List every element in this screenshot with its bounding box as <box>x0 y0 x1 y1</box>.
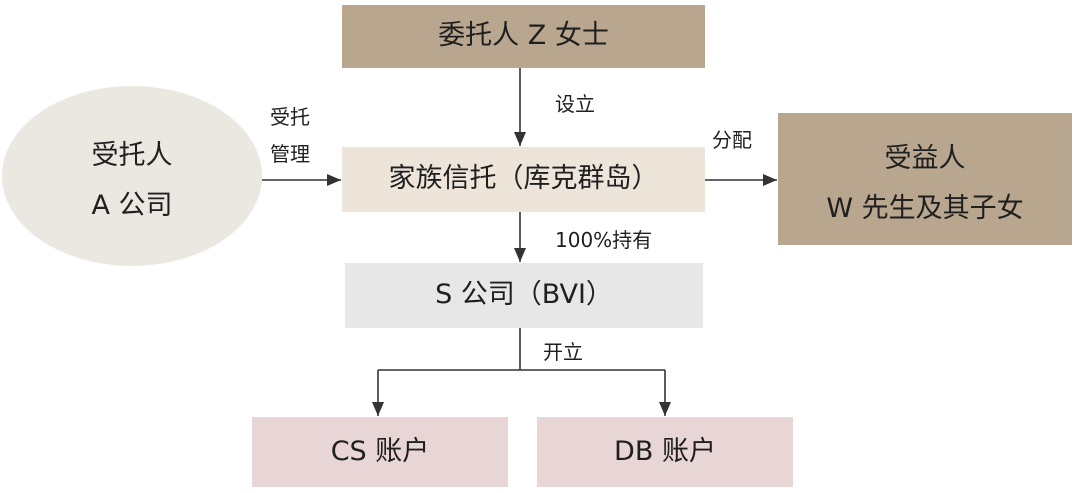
edge-label-open: 开立 <box>543 340 583 364</box>
node-account-db: DB 账户 <box>537 417 793 487</box>
trustee-line2: A 公司 <box>91 190 173 221</box>
edge-label-distribute: 分配 <box>712 128 752 152</box>
node-trustee: 受托人 A 公司 <box>2 86 262 266</box>
company-label: S 公司（BVI） <box>435 279 613 311</box>
edge-label-hold: 100%持有 <box>555 228 653 252</box>
trustee-line1: 受托人 <box>91 139 173 171</box>
trust-label: 家族信托（库克群岛） <box>388 163 659 195</box>
account-cs-label: CS 账户 <box>330 435 430 467</box>
edge-label-establish: 设立 <box>555 92 595 116</box>
node-beneficiary: 受益人 W 先生及其子女 <box>778 113 1072 245</box>
settlor-label: 委托人 Z 女士 <box>438 20 609 52</box>
node-account-cs: CS 账户 <box>252 417 508 487</box>
edge-label-trustee-line2: 管理 <box>270 142 310 166</box>
edge-label-trustee-line1: 受托 <box>270 105 310 129</box>
beneficiary-line1: 受益人 <box>884 142 966 174</box>
node-settlor: 委托人 Z 女士 <box>342 5 705 68</box>
node-company: S 公司（BVI） <box>345 263 703 328</box>
account-db-label: DB 账户 <box>614 435 716 467</box>
node-family-trust: 家族信托（库克群岛） <box>342 147 705 212</box>
beneficiary-line2: W 先生及其子女 <box>826 193 1024 224</box>
